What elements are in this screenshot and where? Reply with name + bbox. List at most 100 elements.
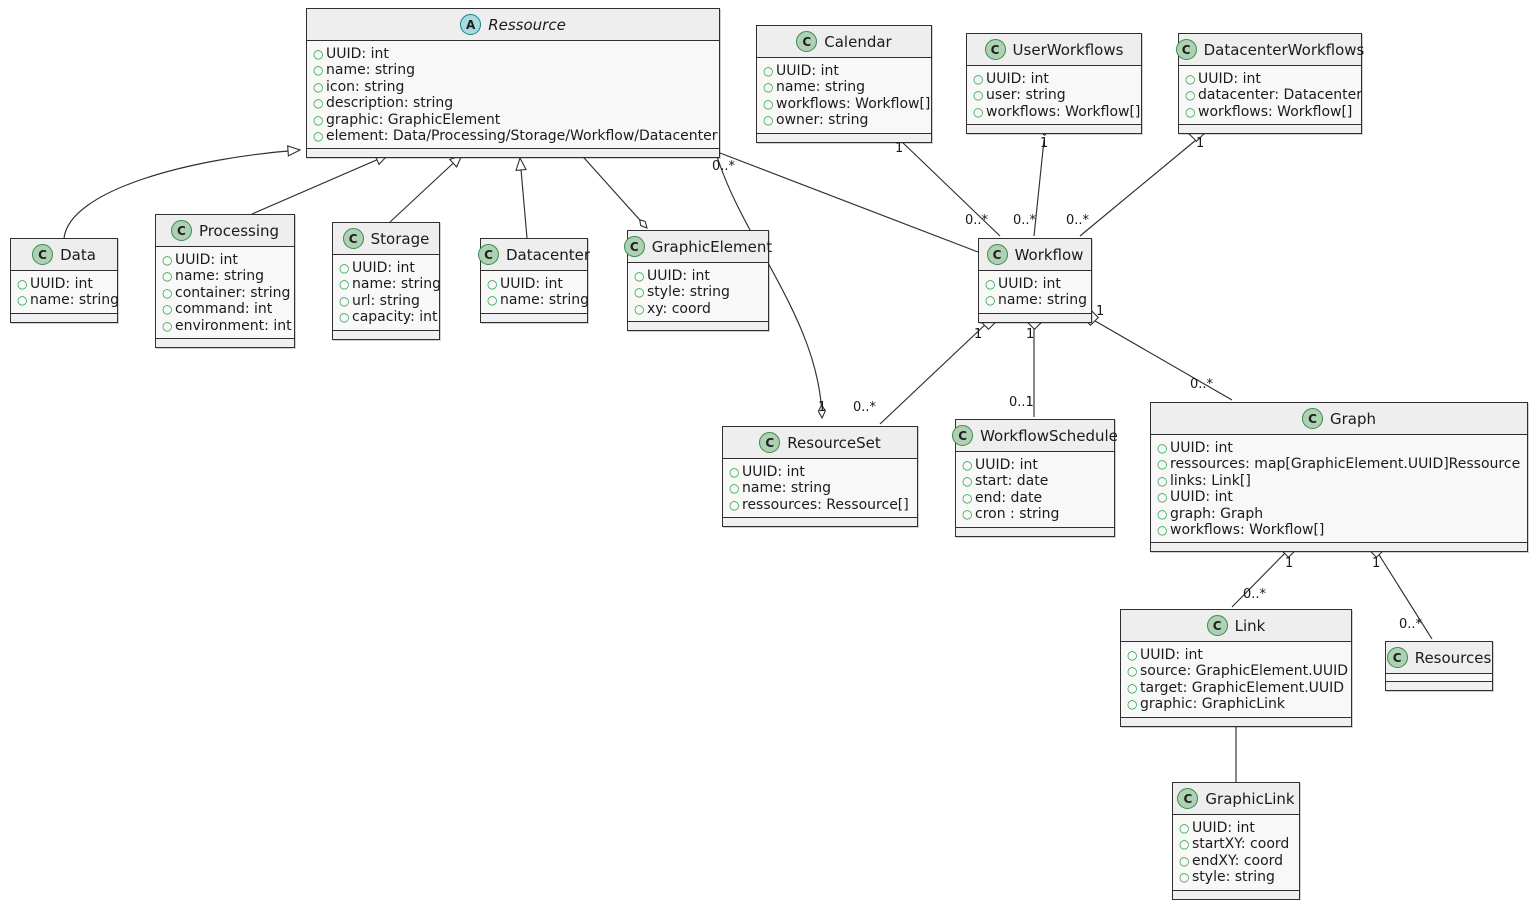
attribute-row: ○element: Data/Processing/Storage/Workfl…: [313, 128, 717, 144]
visibility-public-icon: ○: [313, 79, 324, 94]
attributes-resources: [1386, 674, 1492, 682]
attribute-row: ○workflows: Workflow[]: [1185, 104, 1355, 120]
attributes-ressource: ○UUID: int○name: string○icon: string○des…: [307, 41, 719, 150]
visibility-public-icon: ○: [1157, 490, 1168, 505]
attribute-text: style: string: [1192, 869, 1275, 886]
class-name-datacenterworkflows: DatacenterWorkflows: [1203, 40, 1365, 59]
attribute-text: command: int: [175, 301, 273, 318]
attribute-row: ○UUID: int: [1157, 440, 1521, 456]
visibility-public-icon: ○: [339, 261, 350, 275]
visibility-public-icon: ○: [1185, 72, 1196, 86]
visibility-public-icon: ○: [1157, 457, 1168, 472]
edge-datacenterworkflows-workflow: [1079, 139, 1197, 237]
class-icon: C: [796, 31, 818, 52]
attribute-text: UUID: int: [175, 252, 238, 268]
visibility-public-icon: ○: [162, 285, 173, 300]
class-name-resourceset: ResourceSet: [787, 433, 881, 452]
attribute-text: workflows: Workflow[]: [1198, 103, 1353, 120]
edge-ressource-has-graphicelement: [576, 149, 647, 228]
attribute-text: UUID: int: [986, 71, 1049, 87]
attribute-text: UUID: int: [326, 46, 389, 62]
class-name-link: Link: [1234, 616, 1266, 635]
attribute-text: end: date: [975, 489, 1043, 506]
visibility-public-icon: ○: [339, 310, 350, 325]
attribute-row: ○UUID: int: [985, 276, 1085, 292]
attribute-row: ○graphic: GraphicElement: [313, 112, 713, 128]
class-icon: C: [623, 236, 645, 257]
operations-datacenter: [481, 313, 587, 322]
attribute-text: UUID: int: [1170, 440, 1233, 456]
attribute-row: ○UUID: int: [17, 276, 111, 292]
attribute-text: UUID: int: [500, 276, 563, 292]
class-name-ressource: Ressource: [488, 15, 566, 34]
attribute-text: ressources: Ressource[]: [742, 496, 909, 513]
attribute-row: ○startXY: coord: [1179, 836, 1293, 852]
attribute-text: UUID: int: [1198, 71, 1261, 87]
attributes-calendar: ○UUID: int○name: string○workflows: Workf…: [757, 58, 931, 134]
attribute-row: ○workflows: Workflow[]: [973, 104, 1140, 120]
attribute-row: ○UUID: int: [973, 71, 1135, 87]
operations-graphicelement: [628, 322, 768, 331]
attribute-row: ○endXY: coord: [1179, 853, 1293, 869]
visibility-public-icon: ○: [1185, 104, 1196, 119]
attribute-row: ○capacity: int: [339, 309, 438, 325]
attribute-text: target: GraphicElement.UUID: [1140, 679, 1345, 696]
operations-data: [11, 313, 117, 322]
attribute-row: ○description: string: [313, 95, 713, 111]
attribute-row: ○UUID: int: [1179, 820, 1293, 836]
attribute-text: container: string: [175, 284, 291, 301]
class-name-workflow: Workflow: [1014, 245, 1084, 264]
attribute-row: ○target: GraphicElement.UUID: [1127, 680, 1345, 696]
visibility-public-icon: ○: [962, 490, 973, 505]
attribute-row: ○style: string: [634, 284, 762, 300]
class-icon: C: [986, 244, 1008, 265]
class-icon: C: [170, 220, 192, 241]
attribute-text: UUID: int: [776, 63, 839, 79]
visibility-public-icon: ○: [1185, 88, 1196, 103]
attributes-resourceset: ○UUID: int○name: string○ressources: Ress…: [723, 459, 917, 519]
class-box-workflow[interactable]: C Workflow ○UUID: int○name: string: [978, 238, 1092, 323]
attributes-datacenter: ○UUID: int○name: string: [481, 271, 589, 314]
visibility-public-icon: ○: [313, 47, 324, 61]
attribute-text: UUID: int: [352, 260, 415, 276]
class-name-resources: Resources: [1414, 648, 1492, 667]
visibility-public-icon: ○: [634, 285, 645, 300]
visibility-public-icon: ○: [1127, 664, 1138, 679]
attribute-row: ○start: date: [962, 473, 1108, 489]
attribute-text: name: string: [998, 292, 1088, 309]
attribute-text: name: string: [776, 79, 866, 96]
visibility-public-icon: ○: [985, 277, 996, 291]
attribute-text: style: string: [647, 284, 730, 301]
visibility-public-icon: ○: [162, 253, 173, 267]
attribute-row: ○xy: coord: [634, 301, 762, 317]
class-icon: C: [984, 39, 1006, 60]
attributes-datacenterworkflows: ○UUID: int○datacenter: Datacenter○workfl…: [1179, 66, 1362, 126]
visibility-public-icon: ○: [729, 497, 740, 512]
visibility-public-icon: ○: [487, 277, 498, 291]
class-name-graphicelement: GraphicElement: [651, 237, 773, 256]
attributes-link: ○UUID: int○source: GraphicElement.UUID○t…: [1121, 642, 1351, 718]
visibility-public-icon: ○: [339, 277, 350, 292]
edge-processing-inherits-ressource: [251, 154, 390, 215]
attribute-row: ○UUID: int: [339, 260, 433, 276]
multiplicity-label: 0..*: [712, 159, 736, 174]
attribute-row: ○end: date: [962, 490, 1108, 506]
